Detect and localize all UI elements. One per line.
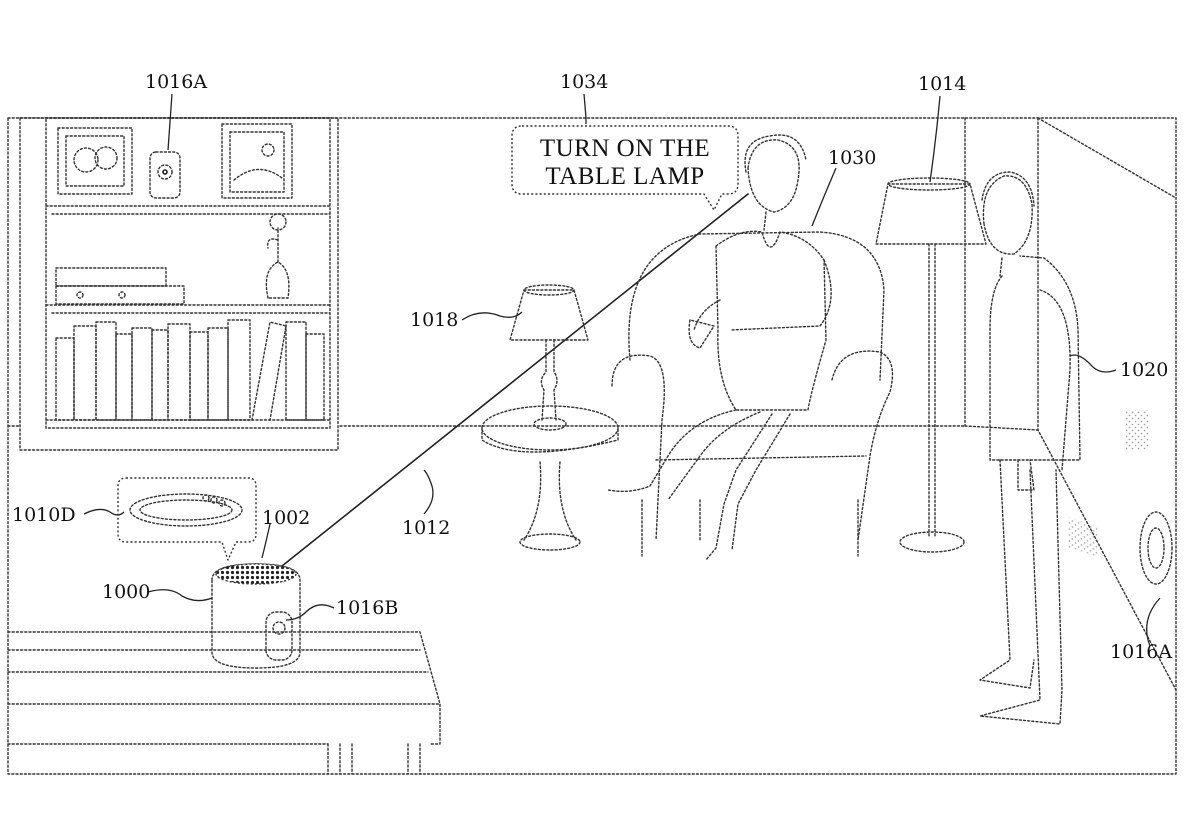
display-bubble (117, 477, 257, 561)
camera-device-right (1139, 511, 1173, 585)
speech-line-2: TABLE LAMP (545, 163, 704, 190)
sight-line (281, 193, 749, 567)
label-1016B: 1016B (336, 597, 398, 619)
label-1016A-right: 1016A (1110, 641, 1172, 663)
leader-lines (83, 93, 1161, 647)
camera-device-top (149, 151, 181, 199)
room-frame (7, 117, 1177, 775)
side-table (481, 405, 619, 551)
label-1014: 1014 (918, 73, 966, 95)
label-1034: 1034 (560, 71, 608, 93)
label-1010D: 1010D (12, 504, 76, 526)
floor-lamp (875, 177, 987, 553)
speech-line-1: TURN ON THE (540, 135, 710, 162)
label-1016A-top: 1016A (145, 71, 207, 93)
label-1012: 1012 (402, 517, 450, 539)
label-1018: 1018 (410, 309, 458, 331)
speech-bubble: TURN ON THE TABLE LAMP (511, 125, 739, 211)
label-1000: 1000 (102, 581, 150, 603)
woman-figure (607, 134, 832, 561)
reference-labels: 1016A 1034 1014 1030 1018 1020 1010D 100… (12, 71, 1172, 663)
foreground-table (7, 631, 441, 775)
man-figure (979, 171, 1081, 725)
table-lamp (509, 284, 589, 431)
armchair (611, 231, 894, 557)
bookshelf (19, 117, 339, 451)
label-1002: 1002 (262, 507, 310, 529)
smart-speaker (211, 563, 301, 669)
label-1030: 1030 (828, 147, 876, 169)
label-1020: 1020 (1120, 359, 1168, 381)
